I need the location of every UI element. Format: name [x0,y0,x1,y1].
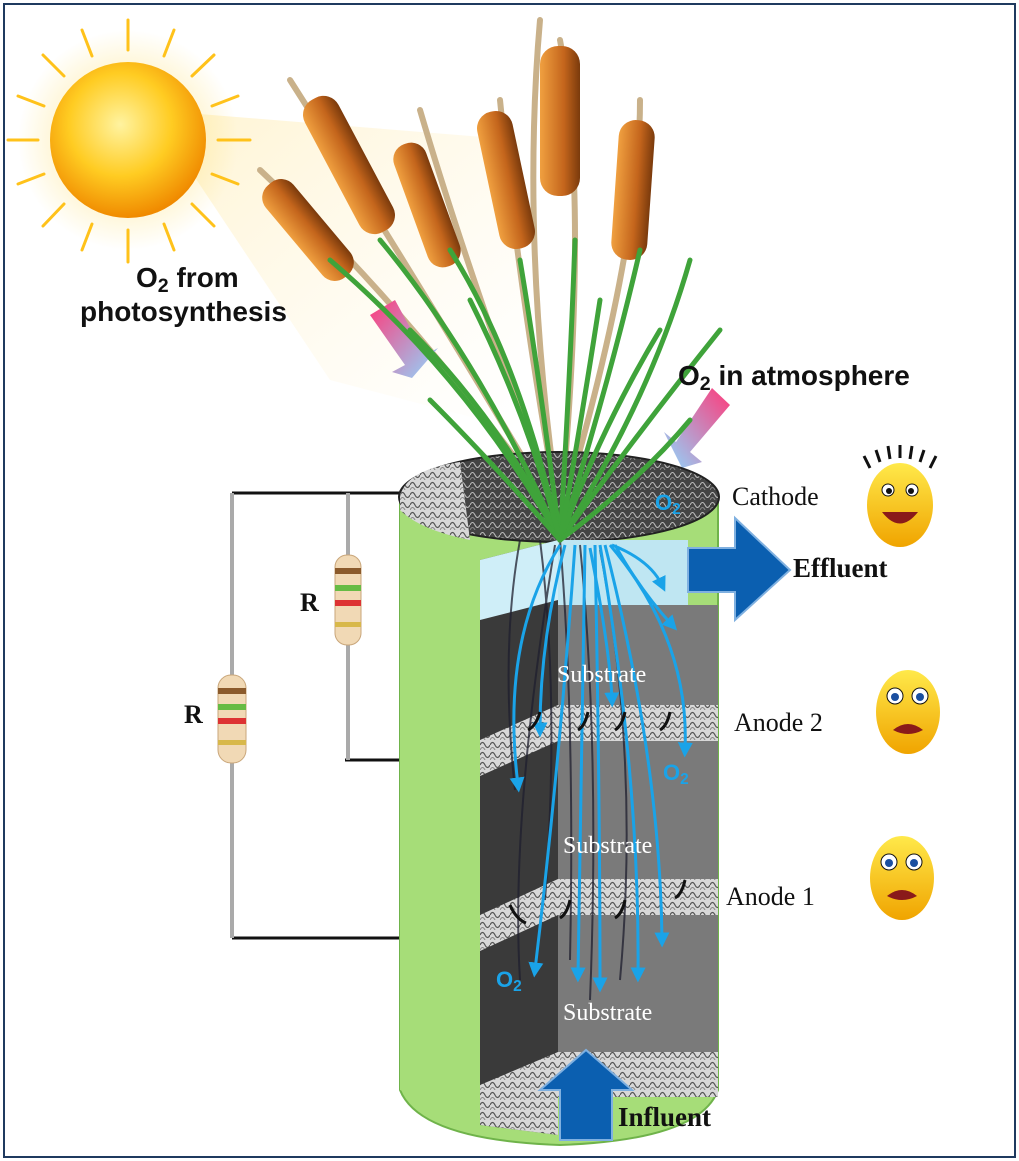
o2-label-cathode: O2 [655,490,681,518]
anode2-label: Anode 2 [734,708,823,737]
o2-atmosphere-arrow [664,388,730,468]
effluent-arrow [687,515,792,623]
effluent-label: Effluent [793,553,888,583]
resistor-outer-icon [217,674,247,764]
bacteria-icons [508,711,687,925]
o2-label-anode2: O2 [663,760,689,788]
substrate-label-mid: Substrate [563,833,653,859]
sun-icon [6,18,252,264]
o2-root-arrows [509,543,693,993]
worried-face-icon-anode1 [870,836,934,920]
o2-label-anode1: O2 [496,967,522,995]
substrate-label-top: Substrate [557,662,647,688]
influent-arrow [537,1048,635,1141]
happy-face-icon [862,445,938,547]
anode1-label: Anode 1 [726,882,815,911]
o2-photosynthesis-label-line2: photosynthesis [80,296,287,327]
substrate-label-bottom: Substrate [563,1000,653,1026]
resistor-outer-label: R [184,700,203,729]
o2-photosynthesis-arrow [370,300,438,378]
o2-photosynthesis-label-line1: O2 from [136,262,239,297]
o2-atmosphere-label: O2 in atmosphere [678,360,910,395]
worried-face-icon-anode2 [876,670,940,754]
resistor-leads [230,493,350,938]
substrate-layer-mid [558,741,718,879]
resistor-inner-icon [334,554,362,646]
cutaway-interior [400,497,718,1135]
influent-label: Influent [618,1102,712,1132]
cathode-label: Cathode [732,482,819,511]
resistor-inner-label: R [300,588,319,617]
outer-border [3,3,1016,1158]
cattail-heads [262,46,655,281]
plant-leaves [327,237,723,543]
